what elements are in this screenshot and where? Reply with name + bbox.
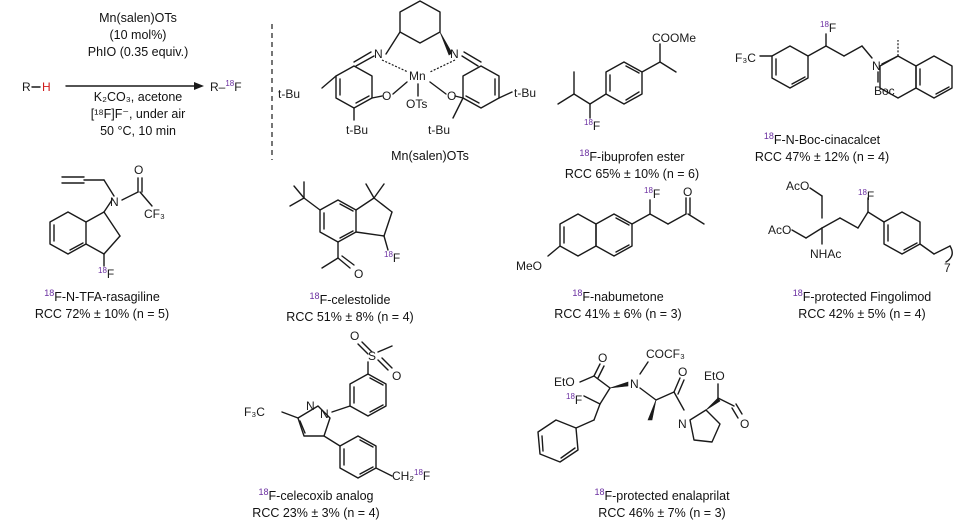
enalaprilat-eto-right: EtO [704,369,725,383]
fingolimod-aco-top: AcO [786,179,809,193]
enalaprilat-n-proline: N [678,417,687,431]
catalyst-tbu-far-left: t-Bu [278,87,300,101]
product-label: R–18F [210,79,242,94]
condition-temp: 50 °C, 10 min [100,124,176,138]
celecoxib-n-right: N [320,407,329,421]
catalyst-structure: N N Mn OTs O O t-Bu t-Bu t-Bu t-Bu [278,0,536,137]
structure-ibuprofen: COOMe 18F [557,31,696,133]
catalyst-n-right: N [450,47,459,61]
fingolimod-aco-bottom: AcO [768,223,791,237]
nabumetone-f: 18F [644,186,660,201]
rasagiline-cf3: CF₃ [144,207,165,221]
enalaprilat-n-main: N [630,377,639,391]
nabumetone-meo: MeO [516,259,542,273]
rasagiline-f: 18F [98,266,114,281]
ibuprofen-f: 18F [584,118,600,133]
rasagiline-o: O [134,163,143,177]
celestolide-o: O [354,267,363,281]
condition-oxidant: PhIO (0.35 equiv.) [87,45,189,59]
structure-celecoxib: S O O N N F₃C CH₂18F [244,329,430,483]
caption-ibuprofen: 18F-ibuprofen ester RCC 65% ± 10% (n = 6… [552,145,712,183]
caption-celestolide: 18F-celestolide RCC 51% ± 8% (n = 4) [270,288,430,326]
reaction-equation: R H R–18F [22,79,242,94]
arrow-head-icon [194,82,204,90]
enalaprilat-cocf3: COCF₃ [646,347,685,361]
rcc-celestolide: RCC 51% ± 8% (n = 4) [286,310,414,325]
caption-fingolimod: 18F-protected Fingolimod RCC 42% ± 5% (n… [772,285,952,323]
fingolimod-f: 18F [858,188,874,203]
catalyst-caption: Mn(salen)OTs [391,149,469,163]
enalaprilat-o-ester: O [740,417,749,431]
enalaprilat-o-amide: O [678,365,687,379]
celecoxib-ch2f: CH₂18F [392,468,430,483]
catalyst-tbu-low-right: t-Bu [428,123,450,137]
cinacalcet-f: 18F [820,20,836,35]
structure-celestolide: 18F O [289,181,400,281]
celecoxib-o-top: O [350,329,359,343]
catalyst-tbu-far-right: t-Bu [514,86,536,100]
rcc-fingolimod: RCC 42% ± 5% (n = 4) [798,307,926,322]
structure-rasagiline: 18F N O CF₃ [49,163,165,281]
cinacalcet-n: N [872,59,881,73]
fingolimod-nhac: NHAc [810,247,841,261]
catalyst-o-right: O [447,89,456,103]
fingolimod-chain-count: 7 [944,261,951,275]
condition-base: K₂CO₃, acetone [93,90,183,104]
enalaprilat-eto-left: EtO [554,375,575,389]
celecoxib-o-right: O [392,369,401,383]
catalyst-o-left: O [382,89,391,103]
enalaprilat-o-left: O [598,351,607,365]
rasagiline-n: N [110,195,119,209]
rcc-cinacalcet: RCC 47% ± 12% (n = 4) [754,150,890,165]
caption-cinacalcet: 18F-N-Boc-cinacalcet RCC 47% ± 12% (n = … [742,128,902,166]
caption-enalaprilat: 18F-protected enalaprilat RCC 46% ± 7% (… [572,484,752,522]
catalyst-metal: Mn [409,69,426,83]
caption-nabumetone: 18F-nabumetone RCC 41% ± 6% (n = 3) [538,285,698,323]
cinacalcet-cf3: F₃C [735,51,756,65]
celecoxib-cf3: F₃C [244,405,265,419]
rcc-nabumetone: RCC 41% ± 6% (n = 3) [554,307,682,322]
condition-loading: (10 mol%) [109,28,167,42]
rcc-rasagiline: RCC 72% ± 10% (n = 5) [34,307,170,322]
enalaprilat-f: 18F [566,392,582,407]
structure-nabumetone: MeO 18F O [516,185,705,273]
rcc-celecoxib: RCC 23% ± 3% (n = 4) [252,506,380,521]
catalyst-ots: OTs [406,97,427,111]
celecoxib-n-left: N [306,399,315,413]
catalyst-tbu-low-left: t-Bu [346,123,368,137]
caption-celecoxib: 18F-celecoxib analog RCC 23% ± 3% (n = 4… [236,484,396,522]
celecoxib-s: S [368,349,376,363]
catalyst-n-left: N [374,47,383,61]
substrate-h: H [42,80,51,94]
rcc-enalaprilat: RCC 46% ± 7% (n = 3) [598,506,726,521]
structure-cinacalcet: F₃C 18F N Boc [735,20,953,99]
structure-enalaprilat: COCF₃ N EtO O 18F O N O EtO [537,347,749,463]
condition-fluoride: [¹⁸F]F⁻, under air [90,107,186,121]
ibuprofen-cooMe: COOMe [652,31,696,45]
caption-rasagiline: 18F-N-TFA-rasagiline RCC 72% ± 10% (n = … [12,285,192,323]
rcc-ibuprofen: RCC 65% ± 10% (n = 6) [564,167,700,182]
reaction-conditions-above: Mn(salen)OTs (10 mol%) PhIO (0.35 equiv.… [78,10,198,61]
celestolide-f: 18F [384,250,400,265]
condition-catalyst: Mn(salen)OTs [99,11,177,25]
substrate-r: R [22,80,31,94]
reaction-conditions-below: K₂CO₃, acetone [¹⁸F]F⁻, under air 50 °C,… [76,89,200,140]
nabumetone-o: O [683,185,692,199]
structure-fingolimod: AcO AcO NHAc 18F 7 [768,179,953,275]
